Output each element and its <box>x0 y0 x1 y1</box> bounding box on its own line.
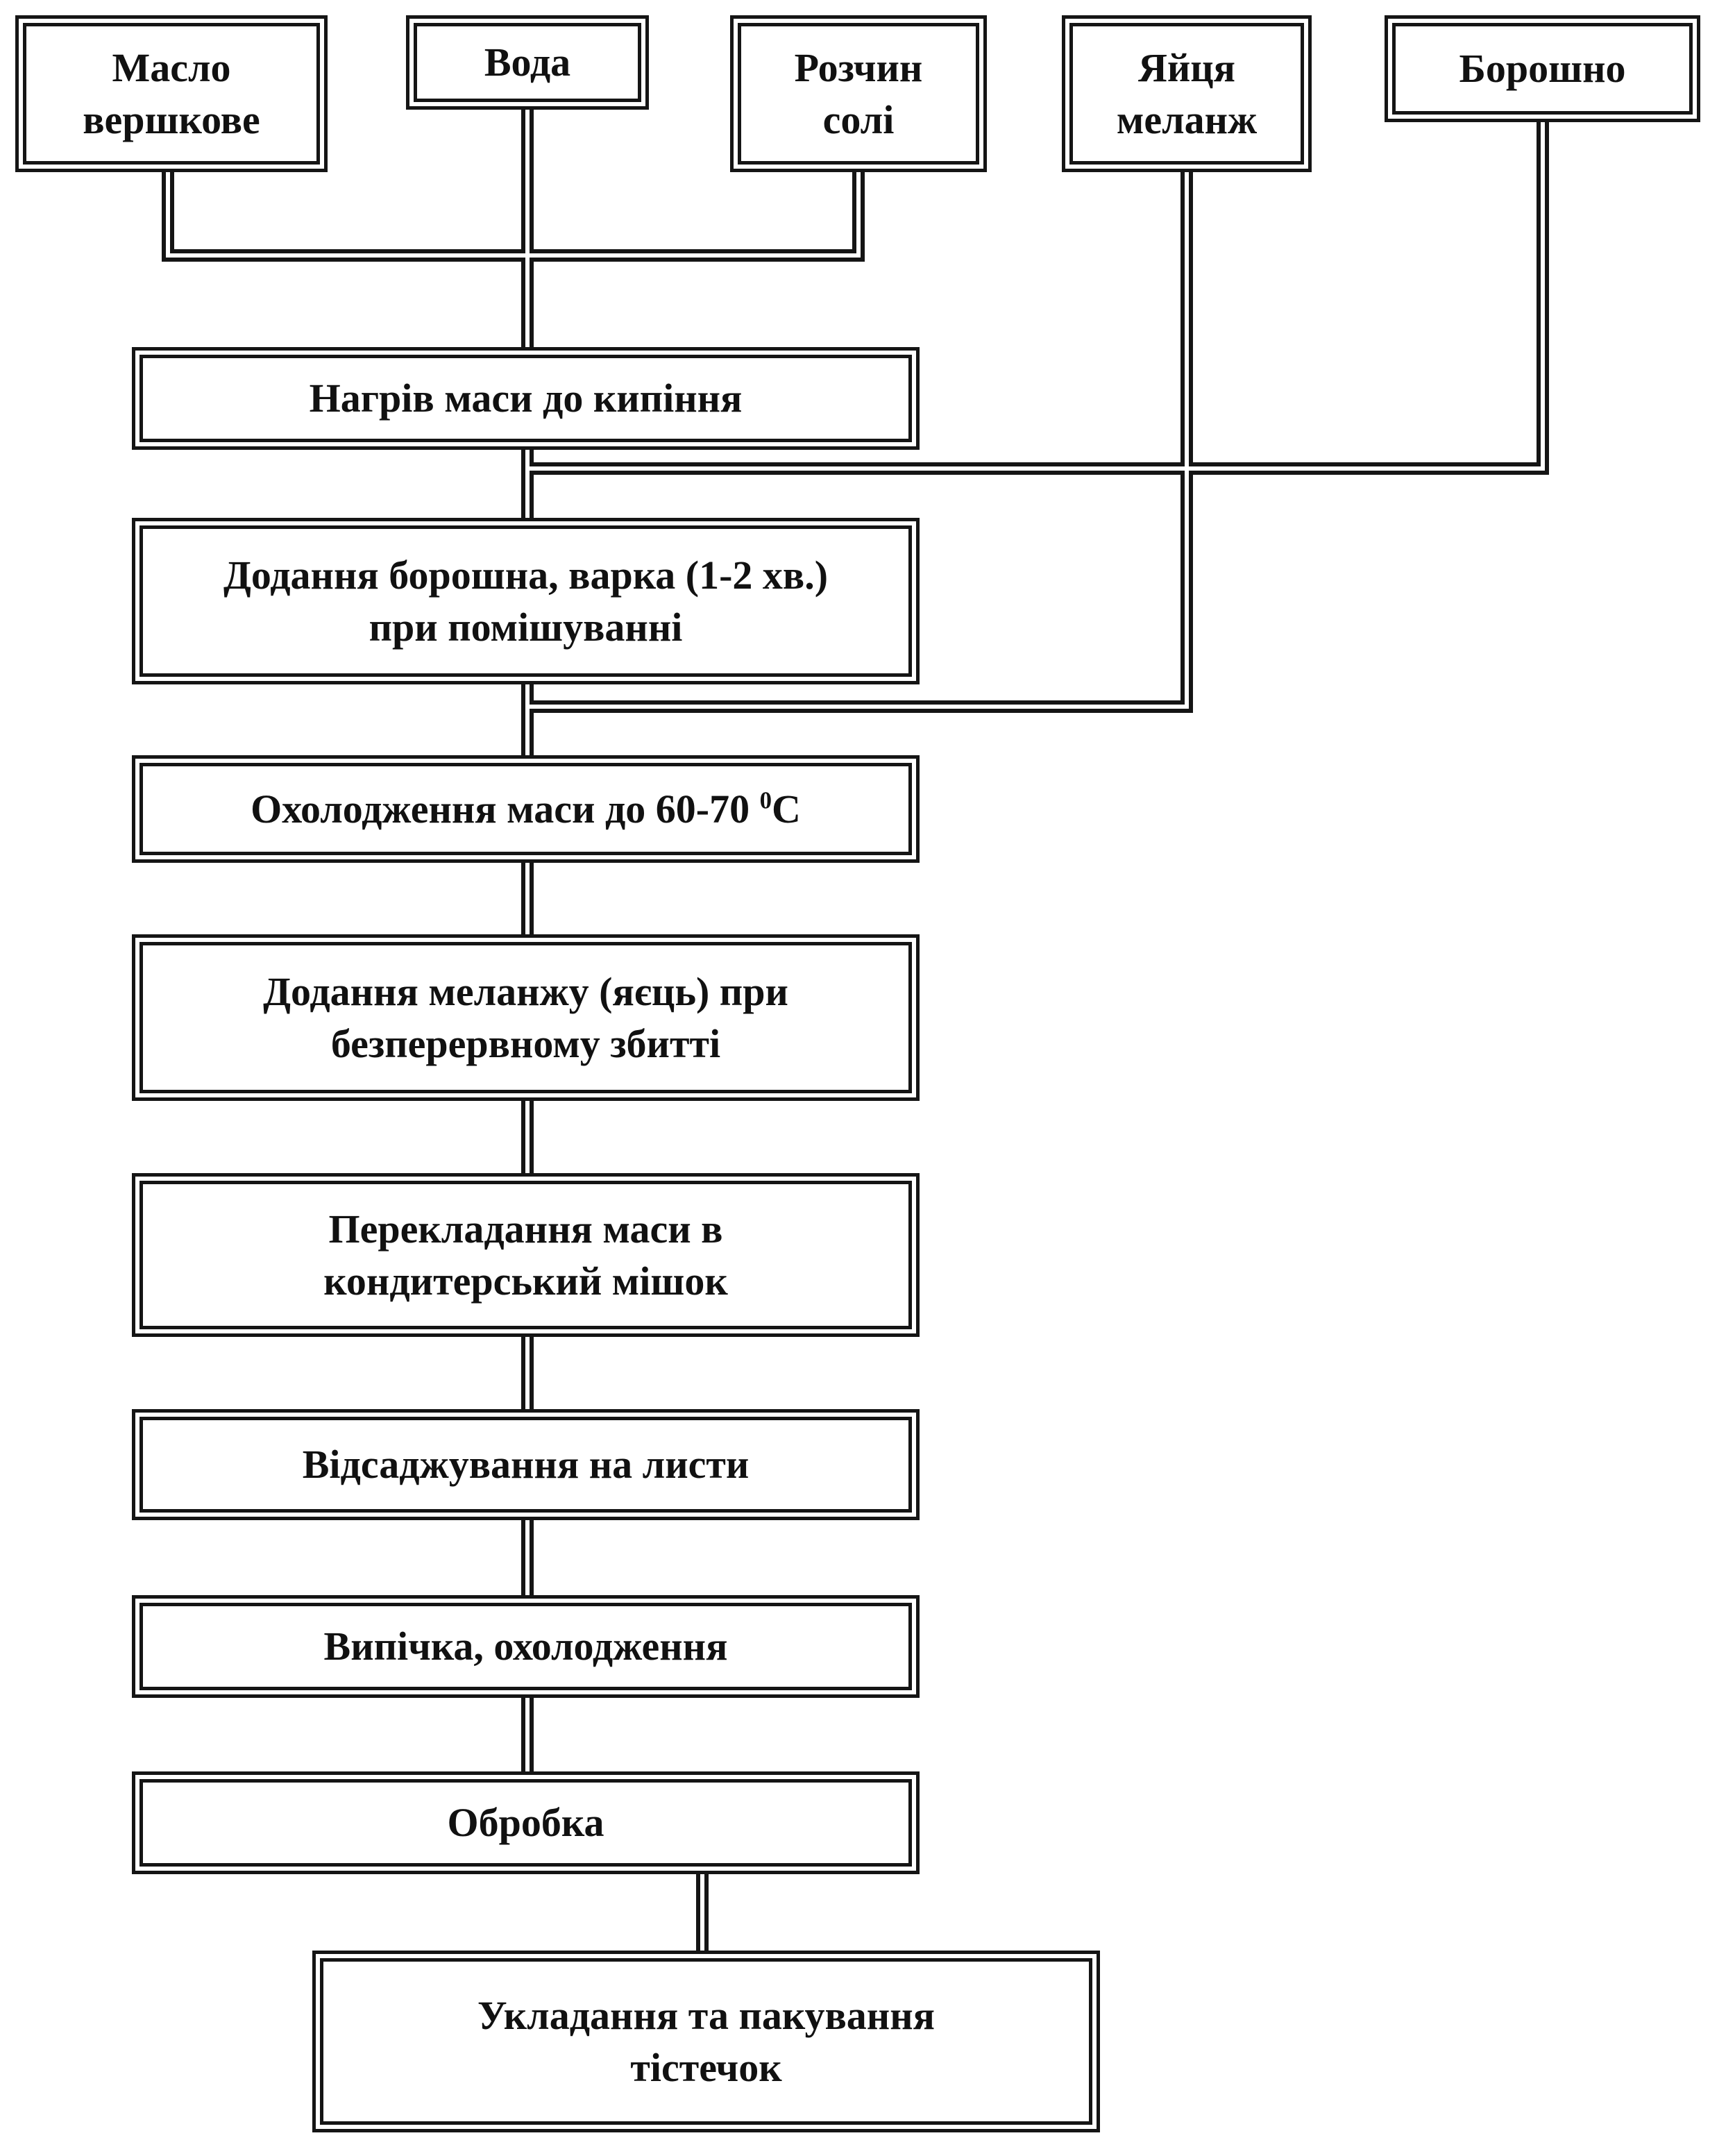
step-transfer-to-bag-label: Перекладання маси в кондитерський мішок <box>323 1206 728 1304</box>
ingredient-butter: Масло вершкове <box>15 15 328 172</box>
step-cool-label-degree: 0 <box>759 786 772 814</box>
step-finishing-label: Обробка <box>447 1800 604 1846</box>
step-pack: Укладання та пакування тістечок <box>312 1951 1100 2132</box>
ingredient-eggs-label: Яйця меланж <box>1116 44 1258 142</box>
step-add-eggs: Додання меланжу (яєць) при безперервному… <box>132 934 920 1101</box>
step-cool: Охолодження маси до 60-70 0С <box>132 755 920 863</box>
ingredient-water: Вода <box>406 15 649 110</box>
ingredient-eggs: Яйця меланж <box>1062 15 1312 172</box>
ingredient-water-label: Вода <box>484 40 571 85</box>
step-pack-label: Укладання та пакування тістечок <box>477 1992 936 2090</box>
step-heat: Нагрів маси до кипіння <box>132 347 920 450</box>
ingredient-salt-solution: Розчин солі <box>730 15 987 172</box>
step-finishing: Обробка <box>132 1771 920 1874</box>
step-cool-label-main: Охолодження маси до 60-70 <box>251 786 760 832</box>
step-cool-label: Охолодження маси до 60-70 0С <box>251 783 801 835</box>
step-add-flour: Додання борошна, варка (1-2 хв.) при пом… <box>132 518 920 684</box>
step-pipe-onto-sheets-label: Відсаджування на листи <box>302 1442 750 1488</box>
step-bake-cool-label: Випічка, охолодження <box>323 1624 728 1669</box>
step-bake-cool: Випічка, охолодження <box>132 1595 920 1698</box>
step-add-flour-label: Додання борошна, варка (1-2 хв.) при пом… <box>223 552 829 650</box>
step-cool-label-unit: С <box>772 786 801 832</box>
ingredient-flour-label: Борошно <box>1459 46 1626 92</box>
connector-butter-salt <box>162 167 865 262</box>
step-pipe-onto-sheets: Відсаджування на листи <box>132 1409 920 1520</box>
step-add-eggs-label: Додання меланжу (яєць) при безперервному… <box>263 968 788 1066</box>
step-heat-label: Нагрів маси до кипіння <box>309 376 743 421</box>
ingredient-butter-label: Масло вершкове <box>83 44 260 142</box>
ingredient-flour: Борошно <box>1385 15 1700 122</box>
ingredient-salt-solution-label: Розчин солі <box>794 44 923 142</box>
step-transfer-to-bag: Перекладання маси в кондитерський мішок <box>132 1173 920 1337</box>
